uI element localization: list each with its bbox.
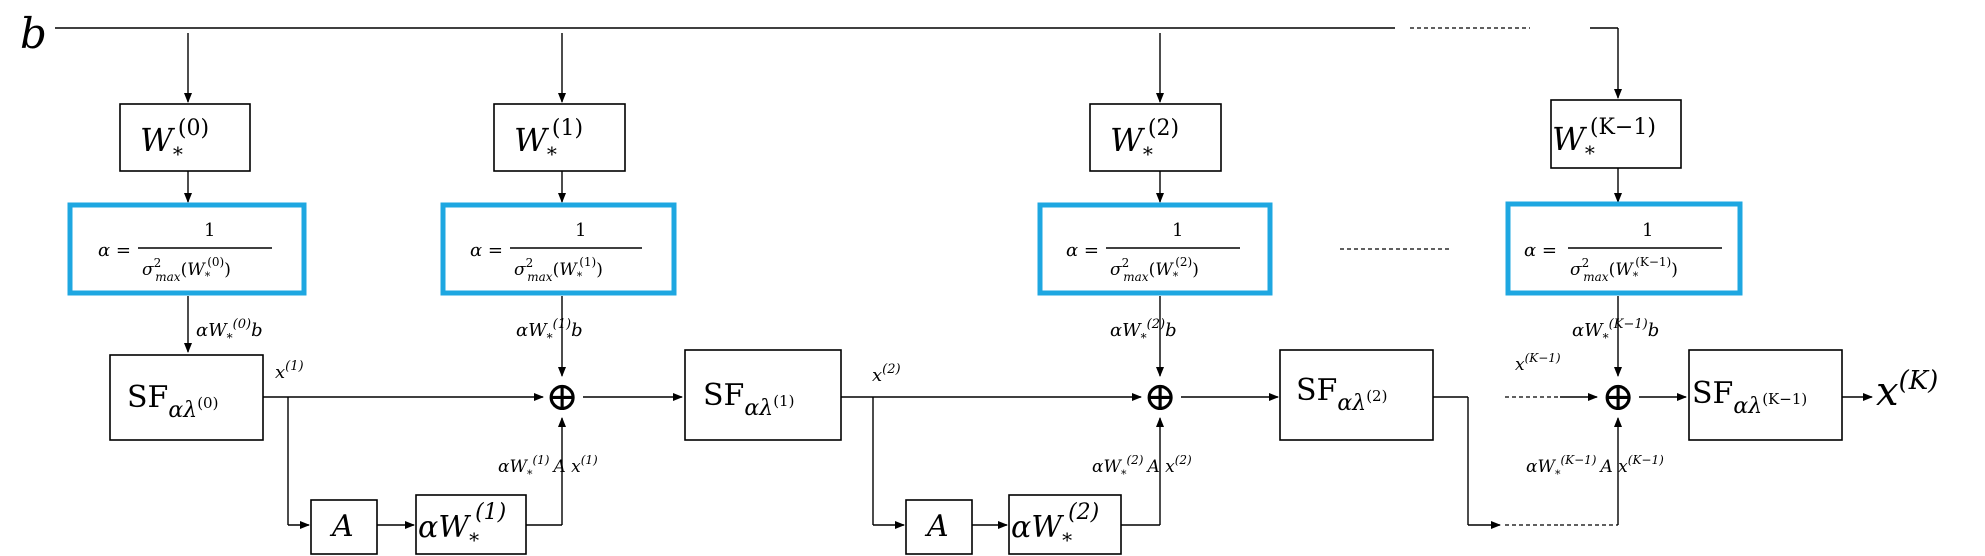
- sf-box-1: [684, 349, 842, 441]
- svg-text:W*(K−1): W*(K−1): [1552, 115, 1656, 165]
- svg-text:αW*(2)b: αW*(2)b: [1110, 317, 1177, 345]
- svg-text:αW*(1)A x(1): αW*(1)A x(1): [498, 453, 598, 481]
- svg-text:SFαλ(K−1): SFαλ(K−1): [1692, 376, 1807, 419]
- sf-box-k-1: [1688, 349, 1843, 441]
- svg-text:1: 1: [204, 220, 215, 241]
- svg-text:α =: α =: [98, 240, 131, 261]
- aw-box-2: [1008, 494, 1122, 555]
- svg-text:x(2): x(2): [872, 362, 901, 386]
- svg-text:α =: α =: [470, 240, 503, 261]
- w-box-0: [119, 103, 251, 172]
- sum-node-2: ⊕: [1143, 374, 1177, 420]
- a-box-0: [310, 499, 378, 555]
- svg-text:αW*(1): αW*(1): [418, 500, 506, 552]
- input-b: b: [20, 9, 47, 58]
- svg-text:W*(2): W*(2): [1110, 116, 1179, 166]
- svg-text:x(K−1): x(K−1): [1515, 351, 1561, 375]
- alpha-box-0: [67, 202, 307, 296]
- svg-text:SFαλ(1): SFαλ(1): [703, 378, 794, 421]
- svg-text:SFαλ(0): SFαλ(0): [127, 380, 218, 423]
- svg-text:1: 1: [1642, 220, 1653, 241]
- svg-text:1: 1: [1172, 220, 1183, 241]
- svg-text:W*(1): W*(1): [514, 116, 583, 166]
- sf-box-0: [109, 354, 264, 441]
- svg-text:A: A: [924, 509, 949, 544]
- svg-text:αW*(2): αW*(2): [1011, 500, 1099, 552]
- svg-text:A: A: [329, 509, 354, 544]
- alpha-box-1: [440, 202, 677, 296]
- svg-text:1: 1: [575, 220, 586, 241]
- alpha-box-2: [1037, 202, 1273, 296]
- svg-text:x(1): x(1): [275, 359, 304, 383]
- aw-box-1: [415, 494, 527, 555]
- sum-node-1: ⊕: [545, 374, 579, 420]
- sf-box-2: [1279, 349, 1434, 441]
- svg-text:αW*(0)b: αW*(0)b: [196, 317, 263, 345]
- svg-text:αW*(2)A x(2): αW*(2)A x(2): [1092, 453, 1192, 481]
- svg-text:SFαλ(2): SFαλ(2): [1296, 373, 1387, 416]
- svg-text:αW*(1)b: αW*(1)b: [516, 317, 583, 345]
- svg-text:W*(0): W*(0): [140, 116, 209, 166]
- svg-text:αW*(K−1)A x(K−1): αW*(K−1)A x(K−1): [1526, 453, 1664, 481]
- svg-text:αW*(K−1)b: αW*(K−1)b: [1572, 317, 1659, 345]
- svg-text:α =: α =: [1066, 240, 1099, 261]
- w-box-k-1: [1550, 99, 1682, 169]
- sum-node-k-1: ⊕: [1601, 374, 1635, 420]
- svg-text:α =: α =: [1524, 240, 1557, 261]
- w-box-1: [493, 103, 626, 172]
- output-x-k: x(K): [1876, 366, 1938, 415]
- w-box-2: [1089, 103, 1222, 172]
- a-box-1: [905, 499, 973, 555]
